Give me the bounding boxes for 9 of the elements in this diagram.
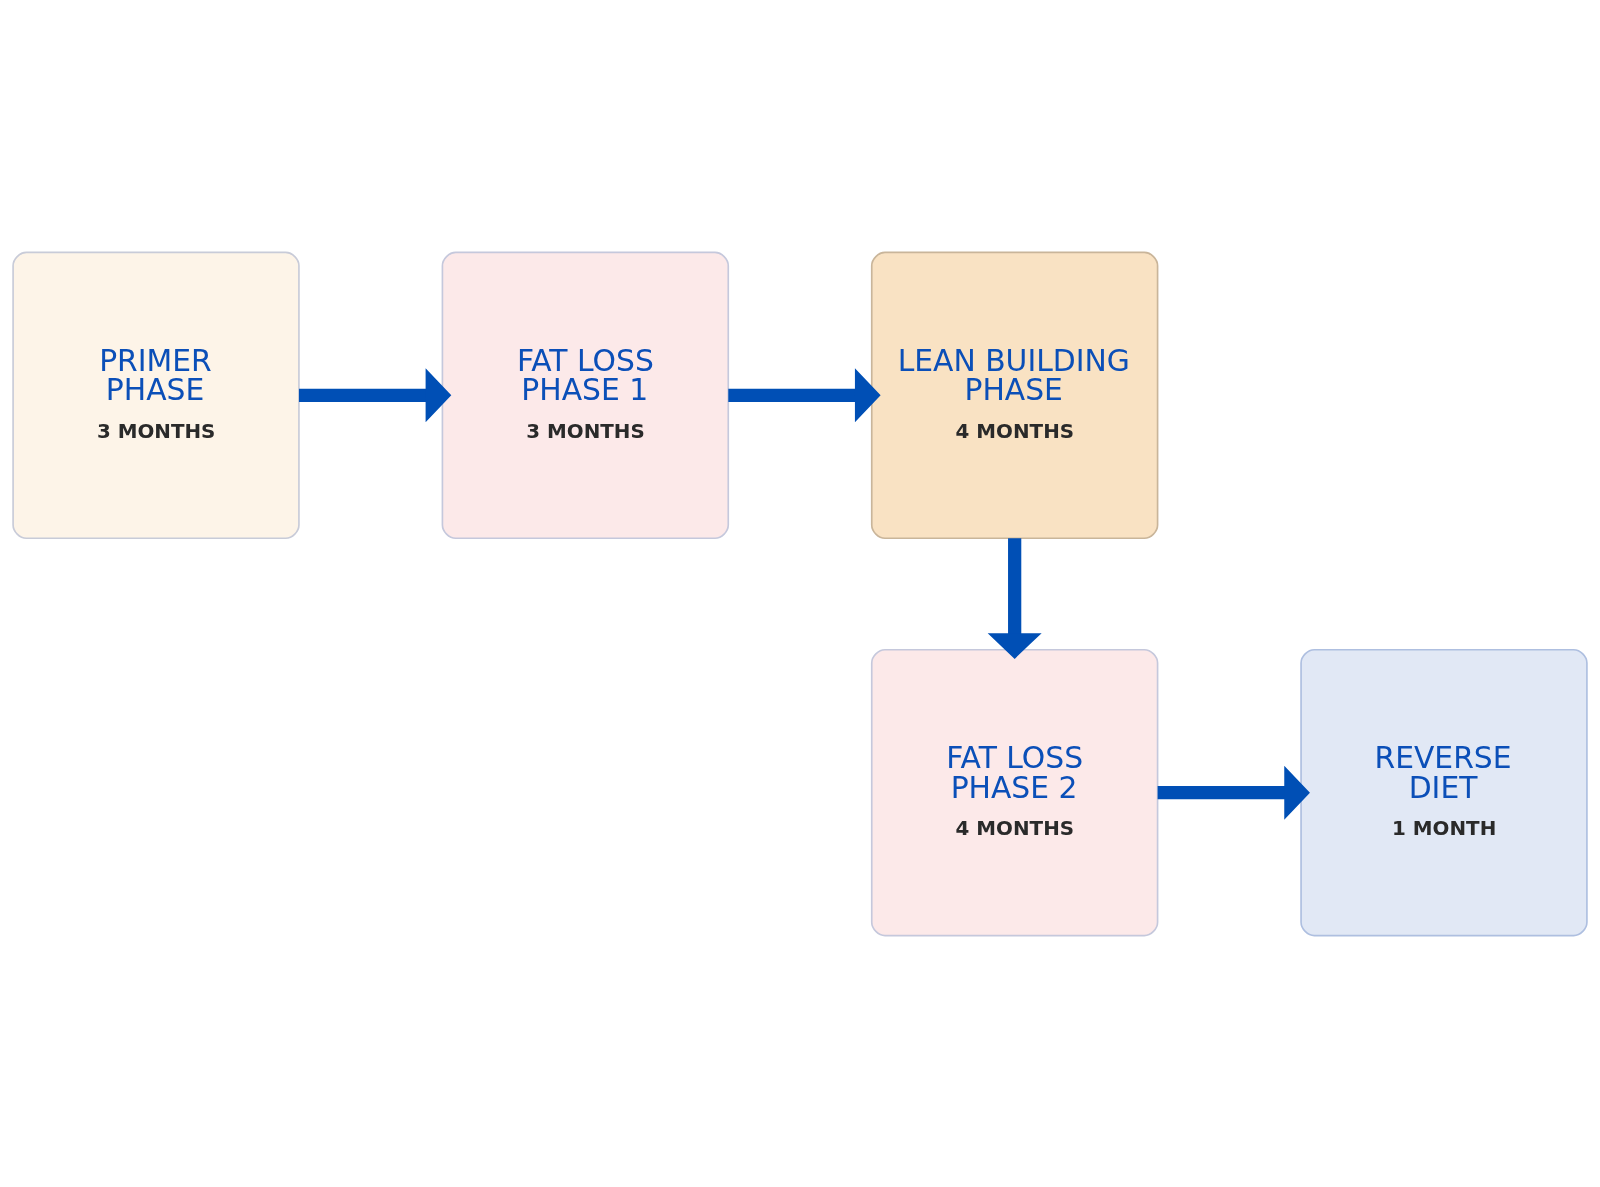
node-box: FAT LOSS PHASE 1 3 MONTHS [441,251,730,539]
node-box: FAT LOSS PHASE 2 4 MONTHS [870,648,1159,936]
arrow [987,537,1042,659]
node-box: LEAN BUILDING PHASE 4 MONTHS [870,251,1159,539]
arrow [1157,765,1310,820]
node-box: REVERSE DIET 1 MONTH [1300,648,1588,936]
arrow [299,367,452,422]
node-box: PRIMER PHASE 3 MONTHS [12,251,300,539]
arrow [728,367,881,422]
